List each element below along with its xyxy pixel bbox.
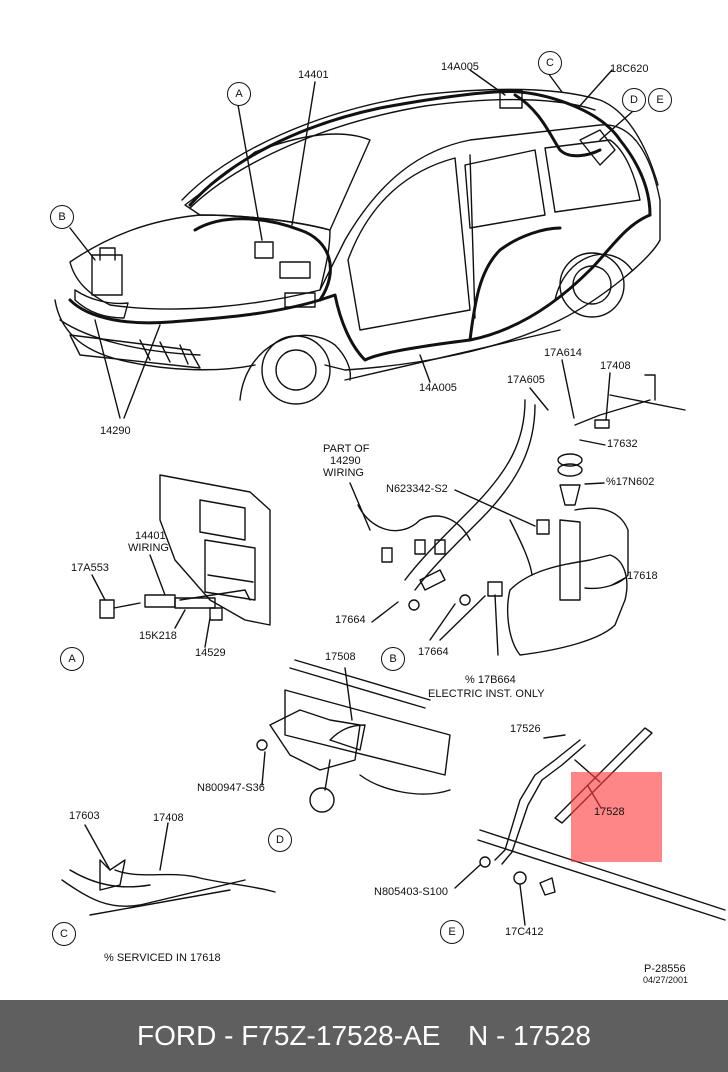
label-17408-top: 17408 bbox=[600, 360, 631, 372]
washer-reservoir-view-b bbox=[349, 359, 686, 656]
label-serviced-note: % SERVICED IN 17618 bbox=[104, 952, 221, 964]
footer-reference: N - 17528 bbox=[468, 1020, 591, 1051]
label-N623342: N623342-S2 bbox=[386, 483, 448, 495]
label-14A005-top: 14A005 bbox=[441, 61, 479, 73]
wiper-motor-view-d bbox=[256, 659, 451, 813]
label-17526: 17526 bbox=[510, 723, 541, 735]
callout-c-top: C bbox=[538, 51, 562, 75]
label-17618: 17618 bbox=[627, 570, 658, 582]
label-17B664: % 17B664 bbox=[465, 674, 516, 686]
drawing-date: 04/27/2001 bbox=[643, 975, 689, 985]
callout-a-top: A bbox=[227, 82, 251, 106]
label-15K218: 15K218 bbox=[139, 630, 177, 642]
label-17N602: %17N602 bbox=[606, 476, 655, 488]
callout-e-view: E bbox=[440, 920, 464, 944]
label-17664-left: 17664 bbox=[335, 614, 366, 626]
label-14401: 14401 bbox=[298, 69, 329, 81]
label-N800947: N800947-S36 bbox=[197, 782, 265, 794]
label-part-of-wiring: WIRING bbox=[323, 467, 364, 479]
label-14529: 14529 bbox=[195, 647, 226, 659]
instrument-panel-view-a bbox=[91, 474, 271, 648]
label-18C620: 18C620 bbox=[610, 63, 649, 75]
label-14401-wiring: WIRING bbox=[128, 542, 169, 554]
label-17664-right: 17664 bbox=[418, 646, 449, 658]
wiring-harness-14A005 bbox=[68, 90, 652, 362]
callout-c-view: C bbox=[52, 922, 76, 946]
label-17603: 17603 bbox=[69, 810, 100, 822]
label-electric-inst: ELECTRIC INST. ONLY bbox=[428, 688, 545, 700]
label-14A005-bottom: 14A005 bbox=[419, 382, 457, 394]
parts-diagram bbox=[54, 69, 726, 926]
label-part-of: PART OF bbox=[323, 443, 370, 455]
drawing-number: P-28556 bbox=[644, 963, 686, 975]
label-17632: 17632 bbox=[607, 438, 638, 450]
callout-e-top: E bbox=[648, 88, 672, 112]
label-14290: 14290 bbox=[100, 425, 131, 437]
label-14401-view-a: 14401 bbox=[135, 530, 166, 542]
minivan-illustration bbox=[54, 88, 661, 405]
label-17C412: 17C412 bbox=[505, 926, 544, 938]
label-part-of-number: 14290 bbox=[330, 455, 361, 467]
footer-banner: FORD - F75Z-17528-AE N - 17528 bbox=[0, 1000, 728, 1072]
footer-part-number: FORD - F75Z-17528-AE bbox=[137, 1020, 441, 1051]
callout-d-view: D bbox=[268, 828, 292, 852]
callout-a-view: A bbox=[60, 647, 84, 671]
callout-b-view: B bbox=[381, 647, 405, 671]
label-N805403: N805403-S100 bbox=[374, 886, 449, 898]
label-17528: 17528 bbox=[594, 806, 625, 818]
label-17508: 17508 bbox=[325, 651, 356, 663]
label-17A614: 17A614 bbox=[544, 347, 582, 359]
callout-d-top: D bbox=[622, 88, 646, 112]
label-17408-bottom: 17408 bbox=[153, 812, 184, 824]
callout-b-top: B bbox=[50, 205, 74, 229]
label-17A553: 17A553 bbox=[71, 562, 109, 574]
wiper-arm-view-e bbox=[454, 727, 726, 926]
label-17A605: 17A605 bbox=[507, 374, 545, 386]
rear-harness-view-c bbox=[61, 822, 276, 916]
part-17528-highlight bbox=[571, 772, 662, 862]
